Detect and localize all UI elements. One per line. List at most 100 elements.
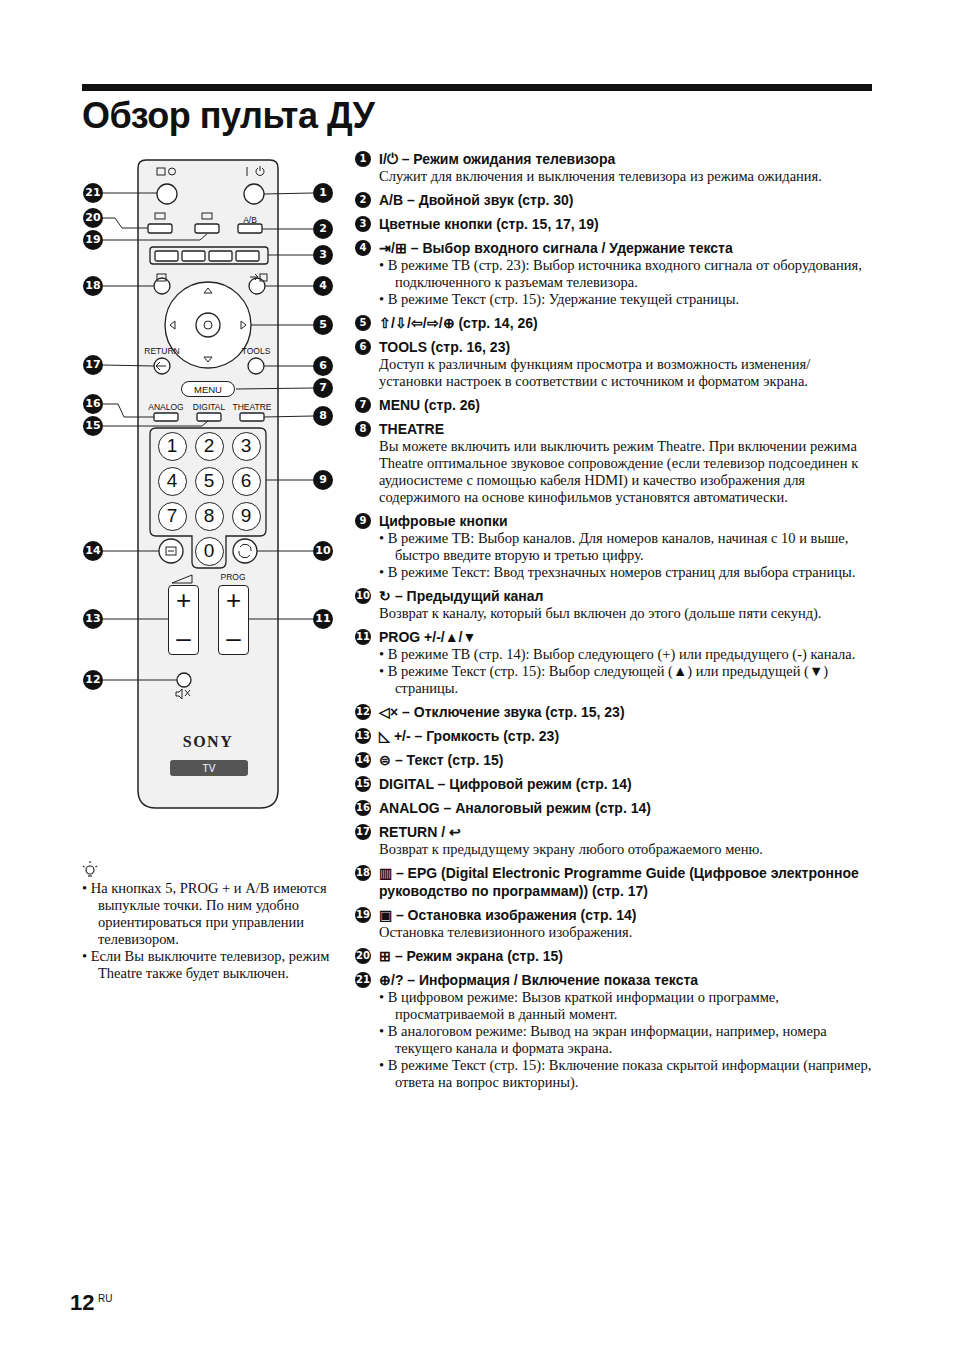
digit-button: 9 <box>232 502 261 531</box>
item-heading: ▥ – EPG (Digital Electronic Programme Gu… <box>379 864 875 900</box>
item-text: Служит для включения и выключения телеви… <box>379 168 875 185</box>
callout-number: 21 <box>83 183 103 203</box>
list-item: 21 ⊕/? – Информация / Включение показа те… <box>355 971 875 1091</box>
item-heading: ⊞ – Режим экрана (стр. 15) <box>379 947 875 965</box>
bullet-text: • В аналоговом режиме: Вывод на экран ин… <box>379 1023 875 1057</box>
callout-number: 3 <box>313 245 333 265</box>
list-item: 16ANALOG – Аналоговый режим (стр. 14) <box>355 799 875 817</box>
bullet-text: • В режиме Текст (стр. 15): Удержание те… <box>379 291 875 308</box>
callout-number: 10 <box>355 588 371 604</box>
list-item: 14 ⊜ – Текст (стр. 15) <box>355 751 875 769</box>
bullet-text: • В режиме Текст: Ввод трехзначных номер… <box>379 564 875 581</box>
button-label: 8 <box>204 505 215 527</box>
list-item: 15DIGITAL – Цифровой режим (стр. 14) <box>355 775 875 793</box>
callout-number: 5 <box>313 315 333 335</box>
callout-number: 12 <box>83 670 103 690</box>
brand-logo: SONY <box>138 733 278 751</box>
item-heading: ⊜ – Текст (стр. 15) <box>379 751 875 769</box>
button-label: + <box>226 587 241 613</box>
callout-number: 8 <box>355 421 371 437</box>
item-heading: PROG +/-/▲/▼ <box>379 628 875 646</box>
callout-number: 12 <box>355 704 371 720</box>
callout-number: 14 <box>355 752 371 768</box>
callout-number: 20 <box>355 948 371 964</box>
item-heading: RETURN / ↩ <box>379 823 875 841</box>
list-item: 5⇧/⇩/⇦/⇨/⊕ (стр. 14, 26) <box>355 314 875 332</box>
button-caption: RETURN <box>144 346 179 356</box>
button-caption: DIGITAL <box>193 402 225 412</box>
button-caption: THEATRE <box>232 402 271 412</box>
item-text: Вы можете включить или выключить режим T… <box>379 438 875 506</box>
item-heading: ↻ – Предыдущий канал <box>379 587 875 605</box>
callout-number: 11 <box>355 629 371 645</box>
tip-text: • На кнопках 5, PROG + и A/B имеются вып… <box>82 880 332 948</box>
callout-number: 2 <box>313 219 333 239</box>
button-caption: TOOLS <box>242 346 271 356</box>
callout-number: 2 <box>355 192 371 208</box>
list-item: 12◁× – Отключение звука (стр. 15, 23) <box>355 703 875 721</box>
callout-number: 19 <box>355 907 371 923</box>
callout-number: 7 <box>313 378 333 398</box>
language-code: RU <box>98 1293 112 1304</box>
list-item: 13◺ +/- – Громкость (стр. 23) <box>355 727 875 745</box>
item-heading: ⊕/? – Информация / Включение показа текс… <box>379 971 875 989</box>
item-heading: DIGITAL – Цифровой режим (стр. 14) <box>379 775 875 793</box>
tv-badge: TV <box>170 760 248 776</box>
button-label: 0 <box>204 540 215 562</box>
callout-number: 4 <box>355 240 371 256</box>
button-label: 9 <box>241 505 252 527</box>
callout-number: 18 <box>83 276 103 296</box>
callout-number: 8 <box>313 406 333 426</box>
callout-number: 16 <box>83 394 103 414</box>
callout-number: 6 <box>313 356 333 376</box>
callout-number: 16 <box>355 800 371 816</box>
digit-button: 6 <box>232 467 261 496</box>
item-heading: THEATRE <box>379 420 875 438</box>
list-item: 20 ⊞ – Режим экрана (стр. 15) <box>355 947 875 965</box>
bullet-text: • В режиме ТВ (стр. 14): Выбор следующег… <box>379 646 875 663</box>
callout-number: 17 <box>355 824 371 840</box>
callout-number: 1 <box>355 151 371 167</box>
callout-number: 13 <box>83 609 103 629</box>
digit-button: 2 <box>195 432 224 461</box>
callout-number: 19 <box>83 230 103 250</box>
rocker-button: +– <box>218 585 249 655</box>
remote-body: SONYMENU1234567890+–+–TV <box>138 160 278 808</box>
digit-button: 7 <box>158 502 187 531</box>
header-rule <box>82 84 872 91</box>
digit-button: 1 <box>158 432 187 461</box>
item-heading: ⇥/⊞ – Выбор входного сигнала / Удержание… <box>379 239 875 257</box>
list-item: 19▣ – Остановка изображения (стр. 14)Ост… <box>355 906 875 941</box>
tip-icon <box>83 861 97 876</box>
list-item: 4 ⇥/⊞ – Выбор входного сигнала / Удержани… <box>355 239 875 308</box>
tip-text: • Если Вы выключите телевизор, режим The… <box>82 948 332 982</box>
button-label: + <box>176 587 191 613</box>
button-label: 5 <box>204 470 215 492</box>
digit-button: 5 <box>195 467 224 496</box>
callout-number: 7 <box>355 397 371 413</box>
item-text: Возврат к каналу, который был включен до… <box>379 605 875 622</box>
item-heading: ⇧/⇩/⇦/⇨/⊕ (стр. 14, 26) <box>379 314 875 332</box>
description-list: 1I/⏻ – Режим ожидания телевизораСлужит д… <box>355 150 875 1097</box>
list-item: 8 THEATREВы можете включить или выключить… <box>355 420 875 506</box>
tip-note: • На кнопках 5, PROG + и A/B имеются вып… <box>82 880 332 982</box>
item-text: Остановка телевизионного изображения. <box>379 924 875 941</box>
bullet-text: • В режиме ТВ: Выбор каналов. Для номеро… <box>379 530 875 564</box>
list-item: 10 ↻ – Предыдущий каналВозврат к каналу, … <box>355 587 875 622</box>
list-item: 2 A/B – Двойной звук (стр. 30) <box>355 191 875 209</box>
list-item: 18▥ – EPG (Digital Electronic Programme … <box>355 864 875 900</box>
callout-number: 1 <box>313 183 333 203</box>
item-heading: A/B – Двойной звук (стр. 30) <box>379 191 875 209</box>
button-label: – <box>226 625 240 651</box>
item-heading: ◺ +/- – Громкость (стр. 23) <box>379 727 875 745</box>
button-label: TV <box>203 763 216 774</box>
callout-number: 21 <box>355 972 371 988</box>
bullet-text: • В режиме ТВ (стр. 23): Выбор источника… <box>379 257 875 291</box>
item-heading: MENU (стр. 26) <box>379 396 875 414</box>
callout-number: 4 <box>313 276 333 296</box>
bullet-text: • В цифровом режиме: Вызов краткой инфор… <box>379 989 875 1023</box>
callout-number: 10 <box>313 541 333 561</box>
leader-lines <box>103 193 313 680</box>
callout-number: 9 <box>355 513 371 529</box>
list-item: 1I/⏻ – Режим ожидания телевизораСлужит д… <box>355 150 875 185</box>
